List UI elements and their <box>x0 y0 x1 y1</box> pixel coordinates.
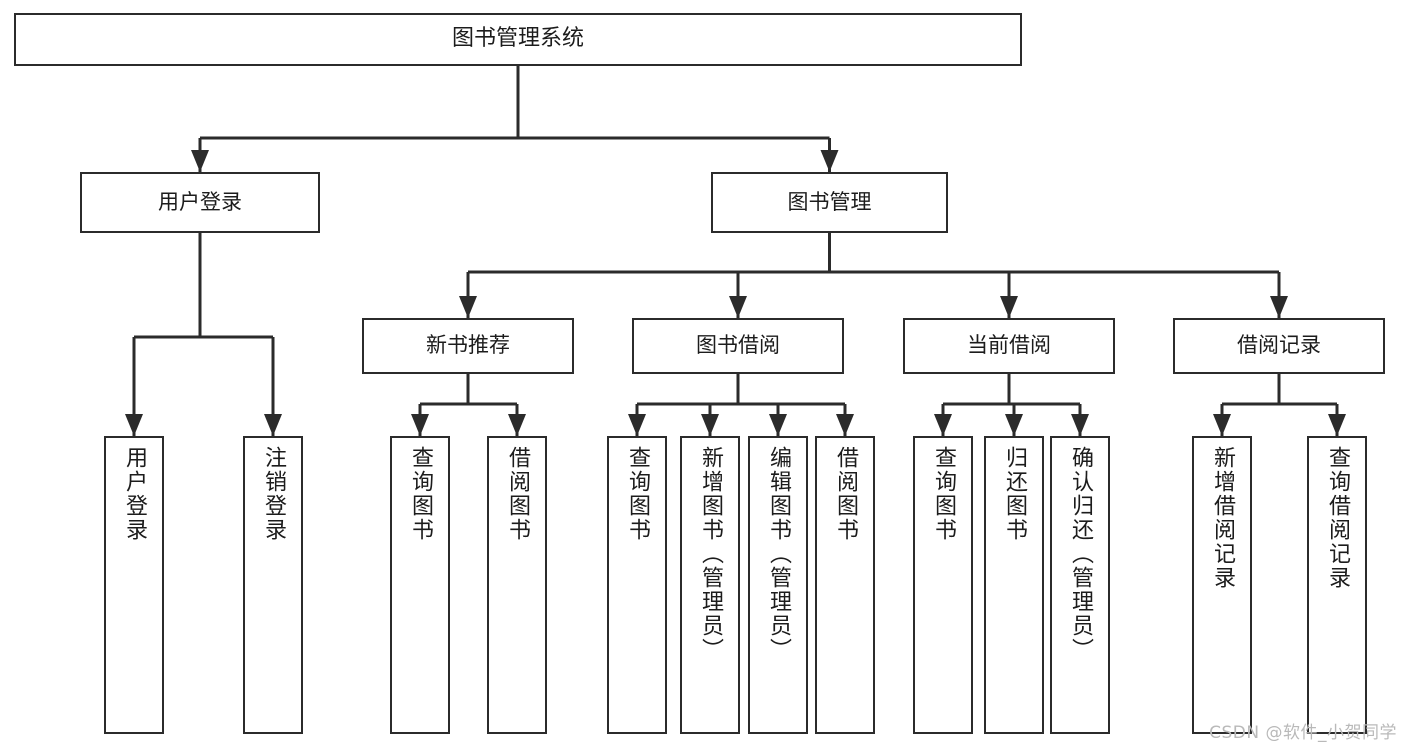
node-book-manage[interactable]: 图书管理 <box>711 172 948 233</box>
node-label: 当前借阅 <box>967 333 1051 358</box>
edge-arrowhead <box>508 414 526 436</box>
node-label: 用户登录 <box>122 446 147 542</box>
node-label: 图书管理系统 <box>451 26 584 52</box>
node-label: 编辑图书（管理员） <box>766 446 791 662</box>
edge-arrowhead <box>1328 414 1346 436</box>
watermark: CSDN @软件_小贺同学 <box>1209 723 1397 743</box>
edge-arrowhead <box>411 414 429 436</box>
edge-arrowhead <box>1000 296 1018 318</box>
node-leaf-borrow-book-1[interactable]: 借阅图书 <box>487 436 547 734</box>
edge-arrowhead <box>836 414 854 436</box>
node-label: 查询图书 <box>408 446 433 542</box>
edge-arrowhead <box>1213 414 1231 436</box>
node-label: 确认归还（管理员） <box>1068 446 1093 662</box>
edge-arrowhead <box>769 414 787 436</box>
node-label: 新增借阅记录 <box>1210 446 1235 590</box>
edge-arrowhead <box>934 414 952 436</box>
node-leaf-user-login[interactable]: 用户登录 <box>104 436 164 734</box>
node-label: 图书管理 <box>787 189 872 214</box>
node-label: 借阅图书 <box>833 446 858 542</box>
node-label: 用户登录 <box>158 189 242 214</box>
node-leaf-query-book-2[interactable]: 查询图书 <box>607 436 667 734</box>
edge-arrowhead <box>264 414 282 436</box>
node-root[interactable]: 图书管理系统 <box>14 13 1022 66</box>
edge-arrowhead <box>628 414 646 436</box>
node-book-borrow[interactable]: 图书借阅 <box>632 318 844 374</box>
edge-arrowhead <box>1005 414 1023 436</box>
node-label: 查询借阅记录 <box>1325 446 1350 590</box>
node-label: 注销登录 <box>261 446 286 542</box>
node-leaf-add-book[interactable]: 新增图书（管理员） <box>680 436 740 734</box>
node-label: 图书借阅 <box>696 333 780 358</box>
edge-arrowhead <box>701 414 719 436</box>
edge-arrowhead <box>1071 414 1089 436</box>
node-label: 查询图书 <box>625 446 650 542</box>
node-label: 归还图书 <box>1002 446 1027 542</box>
node-user-login[interactable]: 用户登录 <box>80 172 320 233</box>
node-leaf-add-record[interactable]: 新增借阅记录 <box>1192 436 1252 734</box>
edge-arrowhead <box>729 296 747 318</box>
node-label: 查询图书 <box>931 446 956 542</box>
node-current-borrow[interactable]: 当前借阅 <box>903 318 1115 374</box>
node-leaf-confirm-return[interactable]: 确认归还（管理员） <box>1050 436 1110 734</box>
edge-arrowhead <box>820 150 839 172</box>
edge-arrowhead <box>459 296 477 318</box>
node-new-book-recommend[interactable]: 新书推荐 <box>362 318 574 374</box>
node-leaf-query-book-3[interactable]: 查询图书 <box>913 436 973 734</box>
node-leaf-edit-book[interactable]: 编辑图书（管理员） <box>748 436 808 734</box>
node-leaf-logout[interactable]: 注销登录 <box>243 436 303 734</box>
node-leaf-query-book-1[interactable]: 查询图书 <box>390 436 450 734</box>
node-label: 借阅图书 <box>505 446 530 542</box>
edge-arrowhead <box>125 414 143 436</box>
node-leaf-borrow-book-2[interactable]: 借阅图书 <box>815 436 875 734</box>
node-borrow-record[interactable]: 借阅记录 <box>1173 318 1385 374</box>
node-label: 新书推荐 <box>426 333 510 358</box>
node-label: 新增图书（管理员） <box>698 446 723 662</box>
edge-arrowhead <box>1270 296 1288 318</box>
edge-arrowhead <box>191 150 209 172</box>
node-label: 借阅记录 <box>1237 333 1321 358</box>
node-leaf-query-record[interactable]: 查询借阅记录 <box>1307 436 1367 734</box>
node-leaf-return-book[interactable]: 归还图书 <box>984 436 1044 734</box>
